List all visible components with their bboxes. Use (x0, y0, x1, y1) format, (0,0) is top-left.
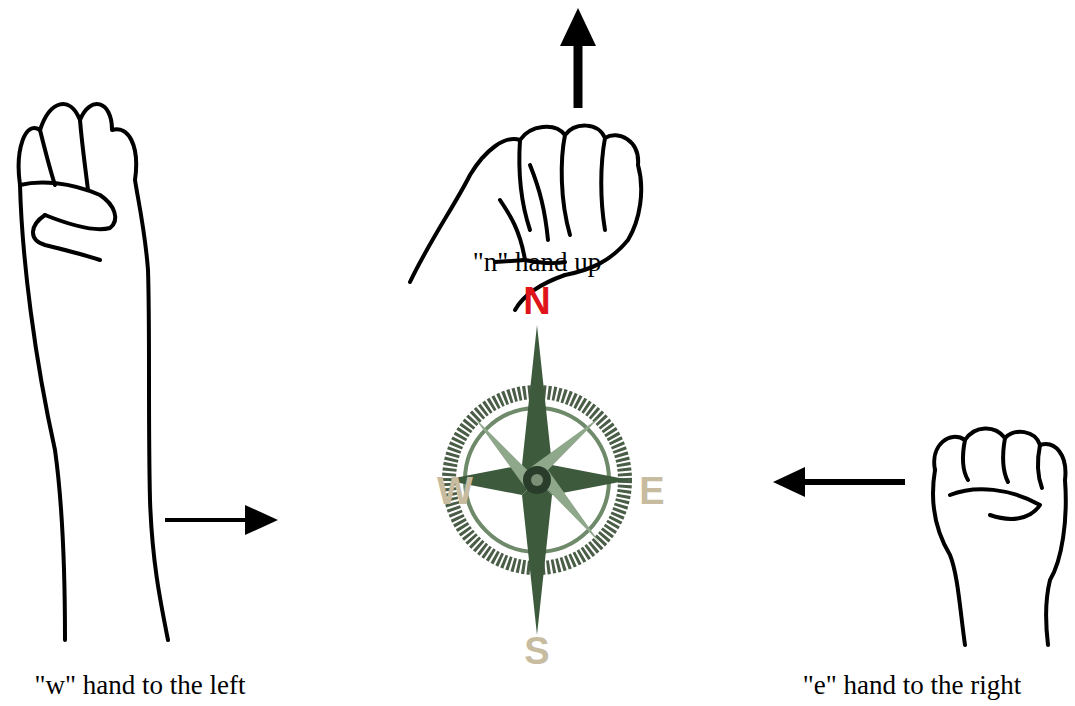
compass-letter: N (523, 281, 550, 323)
compass-letter: W (437, 471, 473, 513)
compass-letter: E (639, 471, 664, 513)
arrow-up (560, 8, 596, 108)
compass-letter: S (524, 631, 549, 673)
hand-w (19, 104, 168, 640)
caption: "e" hand to the right (803, 671, 1022, 701)
arrow-right (165, 505, 278, 535)
caption: "n" hand up (473, 248, 602, 278)
hand-e (933, 428, 1066, 645)
arrow-left (773, 467, 905, 497)
caption: "w" hand to the left (35, 671, 246, 701)
